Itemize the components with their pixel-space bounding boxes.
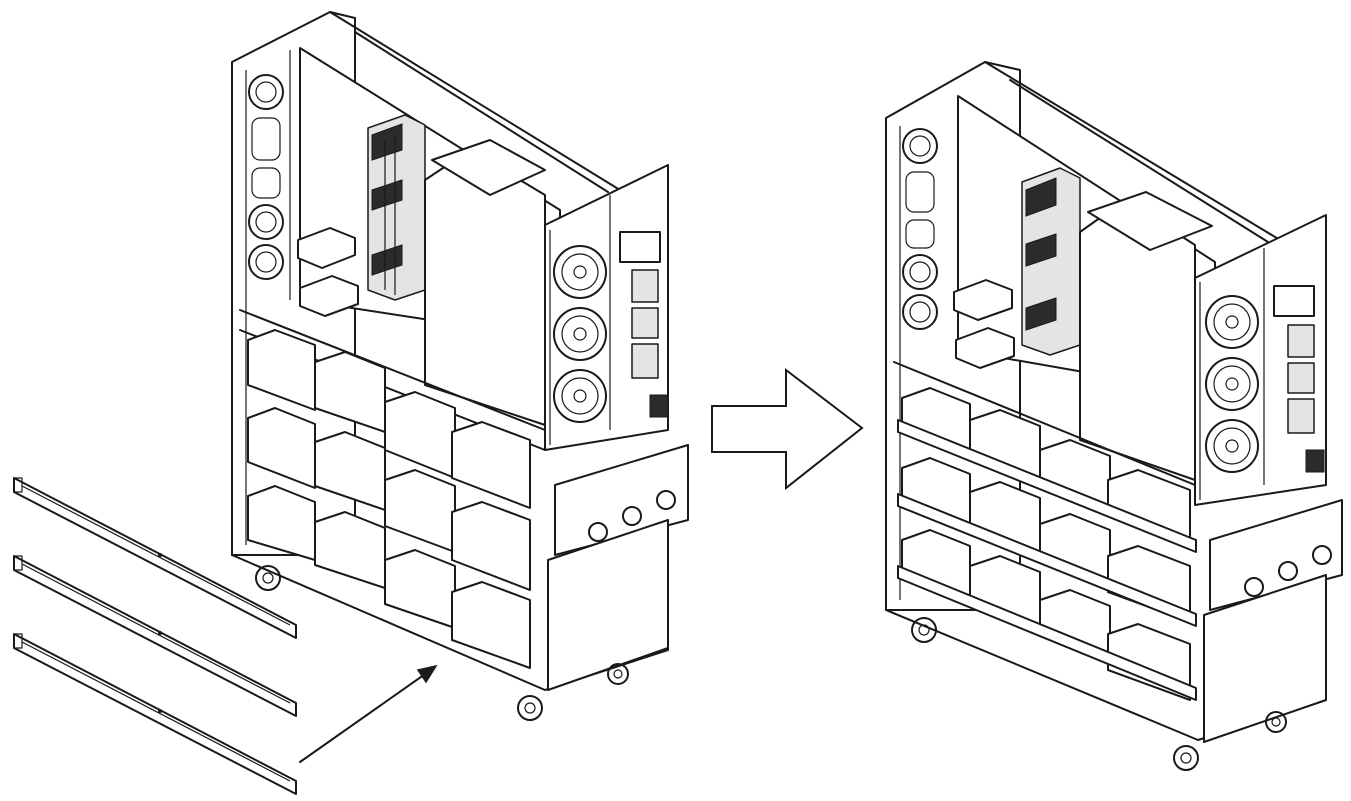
arrow-right-icon — [711, 367, 864, 491]
ups-cabinet-before — [231, 11, 689, 721]
cooling-fan-icon — [1205, 419, 1259, 473]
front-fan-stack — [553, 245, 607, 423]
install-direction-arrow — [299, 664, 438, 763]
component-box — [953, 279, 1013, 321]
display-panel — [619, 231, 661, 263]
retaining-bracket — [13, 555, 297, 717]
cooling-fan-icon — [1205, 295, 1259, 349]
component-box — [955, 327, 1015, 369]
side-vent-fans — [248, 74, 284, 280]
component-box — [297, 227, 356, 269]
cooling-fan-icon — [1205, 357, 1259, 411]
retaining-bracket — [13, 477, 297, 639]
installed-brackets — [897, 419, 1197, 701]
cooling-fan-icon — [553, 307, 607, 361]
heatsink-module — [367, 114, 426, 301]
cabinet-top-edge — [329, 11, 621, 191]
cooling-fan-icon — [553, 369, 607, 423]
battery-bank — [247, 329, 531, 669]
cooling-fan-icon — [553, 245, 607, 299]
battery-retaining-brackets — [13, 477, 297, 795]
heatsink-module — [1021, 167, 1081, 356]
retaining-bracket — [13, 633, 297, 795]
caster-wheels — [255, 565, 629, 721]
front-fan-stack — [1205, 295, 1259, 473]
caster-wheels — [911, 617, 1287, 771]
side-vent-fans — [902, 128, 938, 330]
breaker-column — [1287, 324, 1325, 473]
component-box — [299, 275, 359, 317]
display-panel — [1273, 285, 1315, 317]
breaker-column — [631, 269, 669, 418]
ups-cabinet-after — [885, 61, 1343, 771]
